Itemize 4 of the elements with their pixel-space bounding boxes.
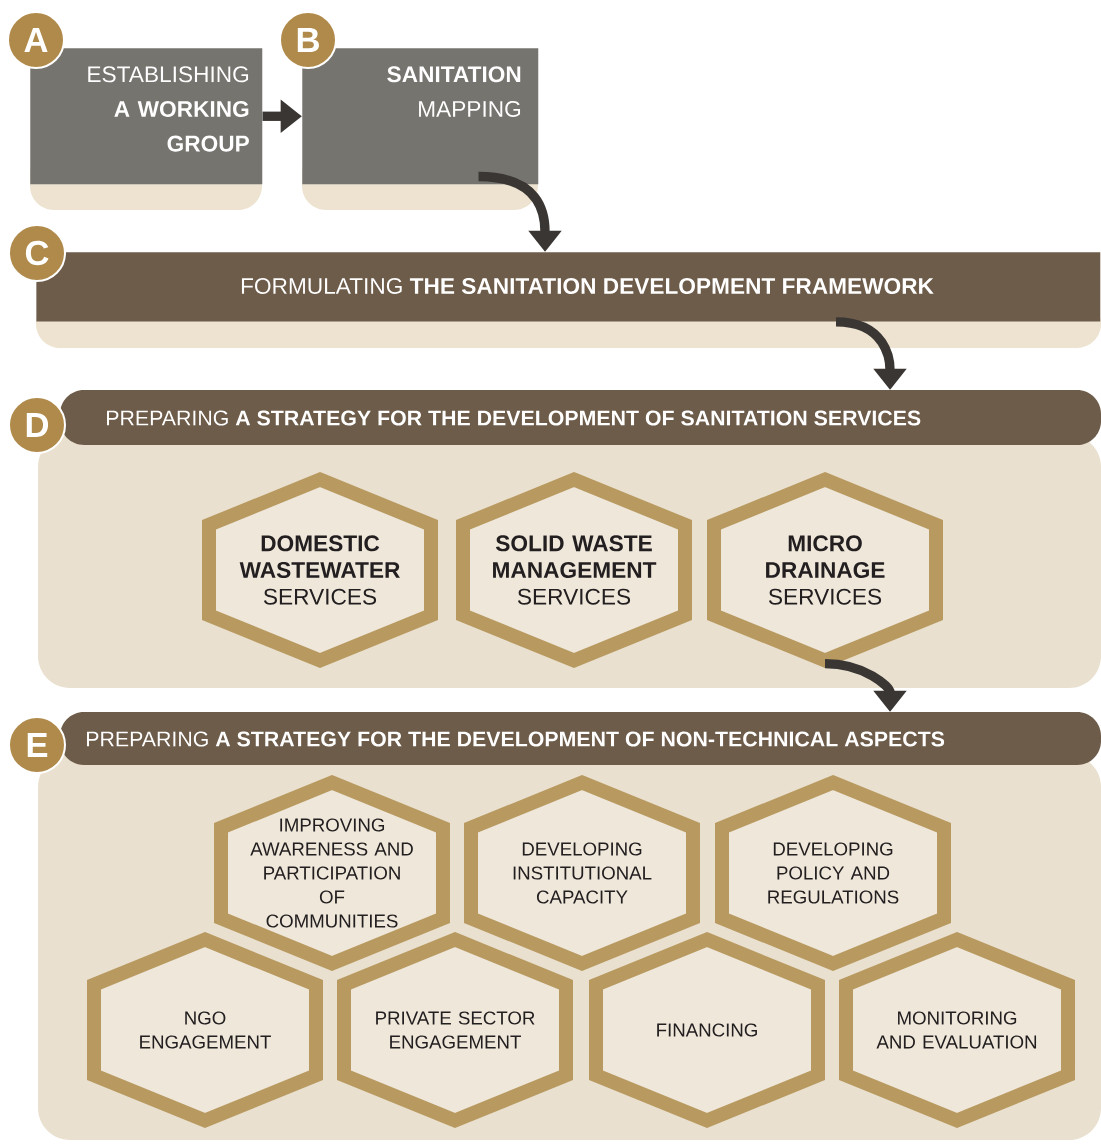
header-band: PREPARING A STRATEGY FOR THE DEVELOPMENT OF NON-TECHNICAL ASPECTS: [60, 712, 1101, 765]
letter-badge: E: [8, 716, 66, 774]
header-band: PREPARING A STRATEGY FOR THE DEVELOPMENT OF SANITATION SERVICES: [60, 390, 1101, 445]
letter-badge: D: [8, 396, 66, 454]
